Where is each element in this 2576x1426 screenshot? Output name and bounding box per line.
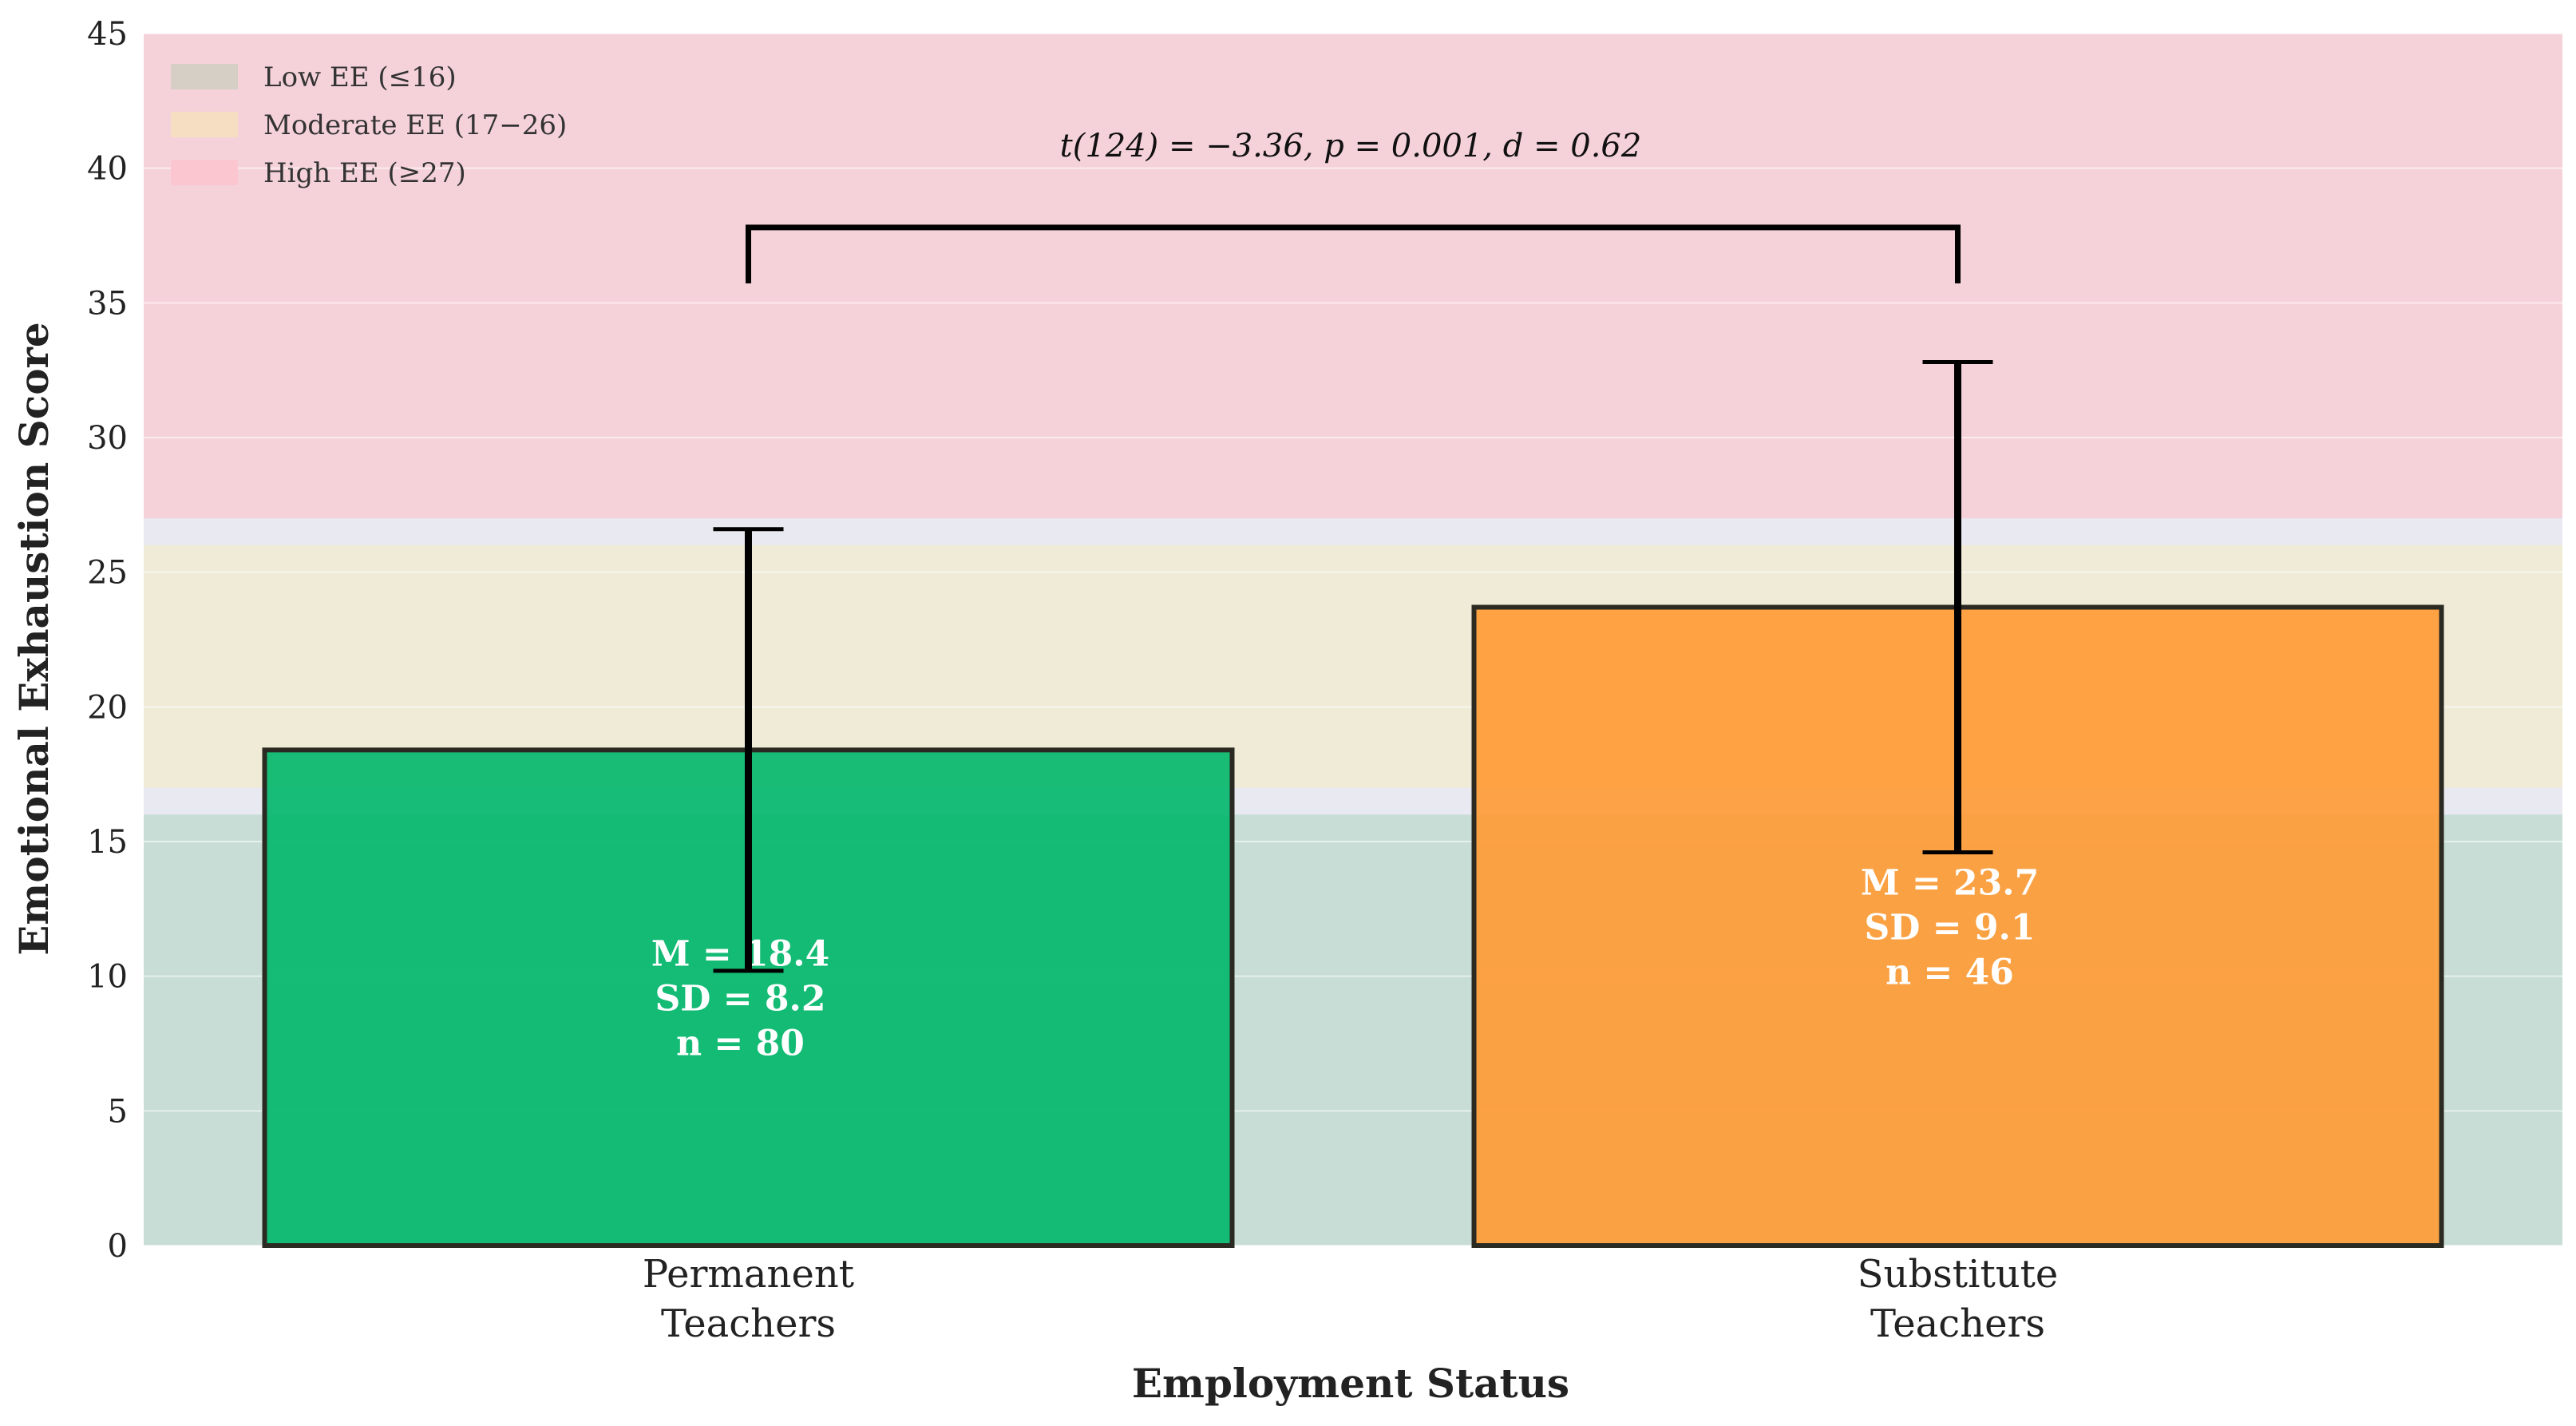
error-bars bbox=[713, 360, 1993, 973]
legend-swatch bbox=[171, 112, 238, 137]
x-tick-label: Teachers bbox=[661, 1301, 836, 1346]
bar-data-label: SD = 9.1 bbox=[1865, 907, 2036, 948]
band-2 bbox=[144, 34, 2562, 519]
legend-label: Moderate EE (17−26) bbox=[263, 109, 567, 141]
bar-labels: M = 18.4SD = 8.2n = 80 M = 23.7SD = 9.1n … bbox=[651, 862, 2039, 1064]
legend-label: High EE (≥27) bbox=[263, 157, 466, 189]
y-tick-label: 45 bbox=[87, 16, 128, 53]
y-tick-labels: 0 5 10 15 20 25 30 35 40 45 bbox=[87, 16, 128, 1265]
bracket-line bbox=[746, 224, 1961, 283]
y-tick-label: 30 bbox=[87, 420, 128, 457]
bar-data-label: SD = 8.2 bbox=[655, 979, 826, 1020]
bar-data-label: M = 23.7 bbox=[1861, 862, 2039, 903]
bar-data-label: M = 18.4 bbox=[651, 934, 829, 975]
bar-data-label: n = 46 bbox=[1886, 952, 2014, 992]
x-tick-label: Substitute bbox=[1858, 1252, 2059, 1297]
y-tick-label: 40 bbox=[87, 151, 128, 188]
y-tick-label: 5 bbox=[108, 1093, 128, 1130]
y-tick-label: 25 bbox=[87, 555, 128, 592]
x-tick-label: Teachers bbox=[1870, 1301, 2045, 1346]
stat-annotation: t(124) = −3.36, p = 0.001, d = 0.62 bbox=[1060, 128, 1642, 164]
legend-swatch bbox=[171, 160, 238, 185]
y-tick-label: 10 bbox=[87, 959, 128, 996]
x-axis-title: Employment Status bbox=[1132, 1360, 1569, 1407]
legend: Low EE (≤16) Moderate EE (17−26) High EE (… bbox=[171, 61, 567, 189]
y-tick-label: 15 bbox=[87, 824, 128, 861]
legend-swatch bbox=[171, 64, 238, 89]
y-tick-label: 20 bbox=[87, 689, 128, 726]
x-tick-label: Permanent bbox=[643, 1252, 854, 1297]
y-axis-title: Emotional Exhaustion Score bbox=[10, 322, 57, 955]
y-tick-label: 35 bbox=[87, 285, 128, 322]
significance-bracket bbox=[746, 224, 1961, 283]
legend-label: Low EE (≤16) bbox=[263, 61, 457, 93]
bar-data-label: n = 80 bbox=[676, 1024, 805, 1064]
y-tick-label: 0 bbox=[108, 1228, 128, 1265]
